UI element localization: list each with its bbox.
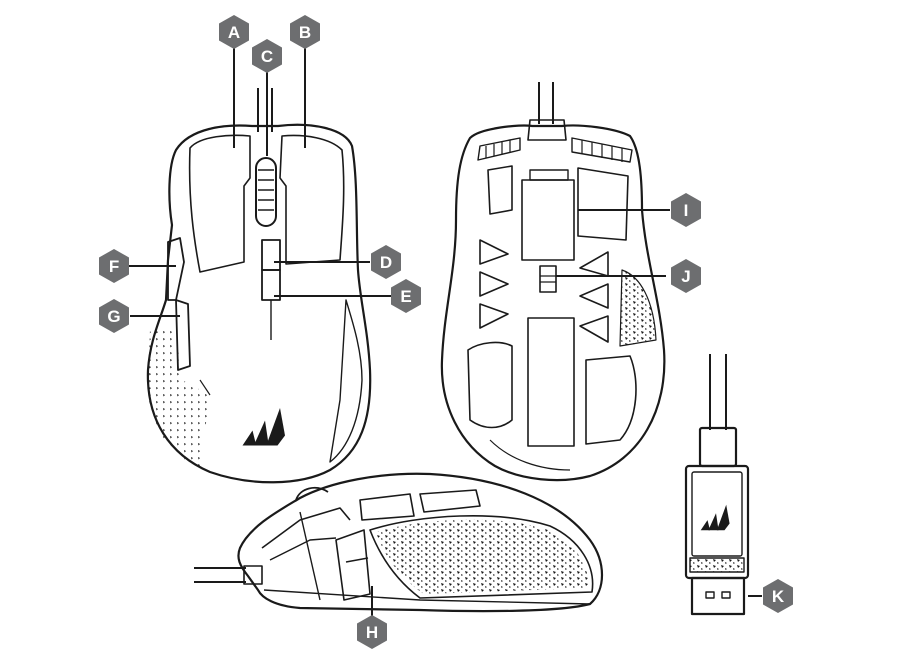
callout-j: J (671, 259, 701, 293)
callout-f: F (99, 249, 129, 283)
callout-h-label: H (366, 623, 378, 642)
callout-c: C (252, 39, 282, 73)
callout-d-label: D (380, 253, 392, 272)
callout-k-label: K (772, 587, 785, 606)
callout-h: H (357, 615, 387, 649)
callout-k: K (763, 579, 793, 613)
callout-a-label: A (228, 23, 240, 42)
callout-f-label: F (109, 257, 119, 276)
callout-a: A (219, 15, 249, 49)
callout-c-label: C (261, 47, 273, 66)
mouse-top-view (146, 88, 372, 484)
callout-j-label: J (681, 267, 690, 286)
callout-g: G (99, 299, 129, 333)
callout-e: E (391, 279, 421, 313)
mouse-bottom-view (440, 82, 666, 482)
callout-g-label: G (107, 307, 120, 326)
callout-b: B (290, 15, 320, 49)
callouts: A B C D E F G H (99, 15, 793, 649)
callout-i-label: I (684, 201, 689, 220)
mouse-side-view (194, 472, 603, 613)
usb-connector (684, 354, 750, 616)
logo-usb-icon (700, 504, 730, 531)
leader-lines (128, 48, 762, 616)
callout-d: D (371, 245, 401, 279)
callout-i: I (671, 193, 701, 227)
callout-e-label: E (400, 287, 411, 306)
callout-b-label: B (299, 23, 311, 42)
logo-top-icon (242, 408, 285, 446)
